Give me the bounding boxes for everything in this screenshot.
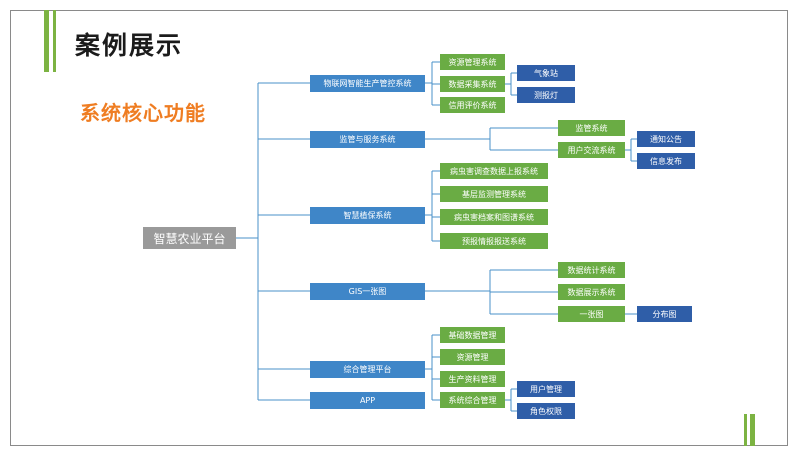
node-forecast-report-system: 预报情报报送系统 (440, 233, 548, 249)
bottom-right-accent-bar-2 (750, 414, 755, 446)
node-resource-management: 资源管理 (440, 349, 505, 365)
root-node: 智慧农业平台 (143, 227, 236, 249)
node-user-exchange-system: 用户交流系统 (558, 142, 625, 158)
node-pest-archive-atlas-system: 病虫害档案和图谱系统 (440, 209, 548, 225)
section-subtitle: 系统核心功能 (80, 101, 206, 125)
node-gis-map: GIS一张图 (310, 283, 425, 300)
top-left-accent-bar-2 (53, 10, 56, 72)
node-pest-survey-report-system: 病虫害调查数据上报系统 (440, 163, 548, 179)
node-monitoring-lamp: 测报灯 (517, 87, 575, 103)
node-production-material-management: 生产资料管理 (440, 371, 505, 387)
node-weather-station: 气象站 (517, 65, 575, 81)
node-role-permissions: 角色权限 (517, 403, 575, 419)
node-data-collection-system: 数据采集系统 (440, 76, 505, 92)
node-info-release: 信息发布 (637, 153, 695, 169)
bottom-right-accent-bar-1 (744, 414, 747, 446)
node-distribution-map: 分布图 (637, 306, 692, 322)
node-iot-production-control: 物联网智能生产管控系统 (310, 75, 425, 92)
node-supervision-service: 监管与服务系统 (310, 131, 425, 148)
node-app: APP (310, 392, 425, 409)
page-title: 案例展示 (75, 31, 184, 60)
node-management-platform: 综合管理平台 (310, 361, 425, 378)
node-grassroots-monitoring-system: 基层监测管理系统 (440, 186, 548, 202)
node-smart-plant-protection: 智慧植保系统 (310, 207, 425, 224)
node-supervision-system: 监管系统 (558, 120, 625, 136)
node-basic-data-management: 基础数据管理 (440, 327, 505, 343)
node-user-management: 用户管理 (517, 381, 575, 397)
node-one-map: 一张图 (558, 306, 625, 322)
node-data-display-system: 数据展示系统 (558, 284, 625, 300)
node-credit-evaluation-system: 信用评价系统 (440, 97, 505, 113)
node-system-integrated-management: 系统综合管理 (440, 392, 505, 408)
node-notice-announcement: 通知公告 (637, 131, 695, 147)
top-left-accent-bar-1 (44, 10, 49, 72)
node-data-statistics-system: 数据统计系统 (558, 262, 625, 278)
node-resource-management-system: 资源管理系统 (440, 54, 505, 70)
